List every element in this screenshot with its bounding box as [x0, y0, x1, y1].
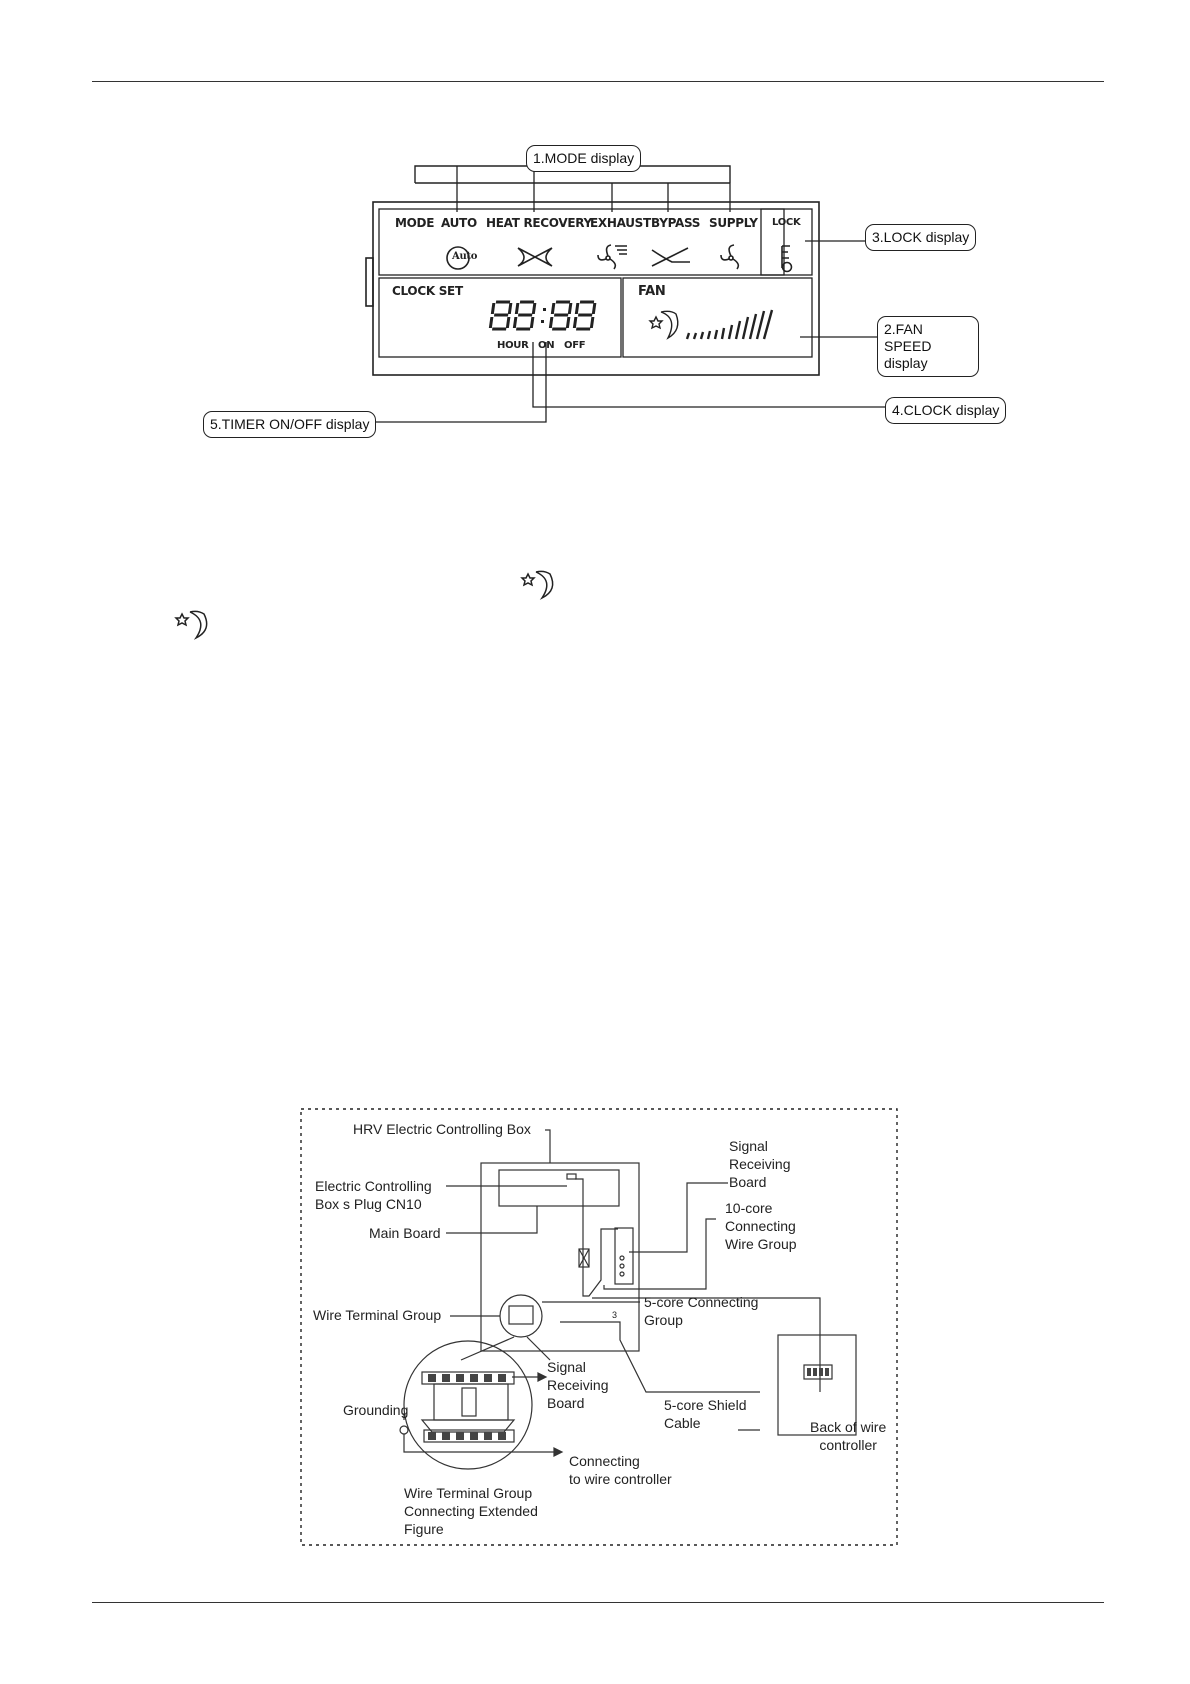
label-back-line1: Back of wire	[810, 1419, 887, 1435]
label-shield-cable: 5-core Shield Cable	[664, 1396, 747, 1432]
auto-icon-text: Auto	[452, 251, 478, 262]
lock-icon	[781, 245, 793, 273]
label-plug-cn10-line1: Electric Controlling	[315, 1178, 432, 1194]
label-connecting-line1: Connecting	[569, 1453, 640, 1469]
label-ten-core-line3: Wire Group	[725, 1236, 797, 1252]
fan-speed-bars	[685, 309, 774, 340]
label-extended-figure: Wire Terminal Group Connecting Extended …	[404, 1484, 538, 1538]
label-hrv-box: HRV Electric Controlling Box	[353, 1121, 531, 1137]
label-signal-bottom-line1: Signal	[547, 1359, 586, 1375]
callout-fan-speed-line2: display	[884, 355, 928, 371]
lcd-label-heat-recovery: HEAT RECOVERY	[486, 216, 592, 230]
label-signal-board-top: Signal Receiving Board	[729, 1137, 790, 1191]
label-shield-line1: 5-core Shield	[664, 1397, 747, 1413]
callout-mode-display: 1.MODE display	[526, 145, 642, 172]
label-back-controller: Back of wire controller	[810, 1418, 886, 1454]
lcd-label-mode: MODE	[395, 216, 435, 230]
label-ten-core: 10-core Connecting Wire Group	[725, 1199, 797, 1253]
header-rule	[92, 81, 1104, 82]
lcd-label-on: ON	[538, 340, 555, 351]
label-signal-top-line2: Receiving	[729, 1156, 791, 1172]
label-terminal-group: Wire Terminal Group	[313, 1307, 442, 1323]
label-extended-line1: Wire Terminal Group	[404, 1485, 533, 1501]
label-extended-line2: Connecting Extended	[404, 1503, 538, 1519]
lcd-panel-diagram	[365, 165, 885, 423]
label-connecting: Connecting to wire controller	[569, 1452, 672, 1488]
label-back-line2: controller	[819, 1437, 877, 1453]
star-moon-inline-icon	[520, 570, 554, 600]
supply-fan-icon	[720, 244, 740, 270]
lcd-label-off: OFF	[564, 340, 586, 351]
exhaust-fan-icon	[597, 244, 627, 270]
callout-fan-speed-display: 2.FAN SPEED display	[877, 316, 979, 377]
label-five-core-line1: 5-core Connecting	[644, 1294, 759, 1310]
lcd-label-hour: HOUR	[497, 340, 529, 351]
callout-clock-display: 4.CLOCK display	[885, 397, 1007, 424]
callout-lock-display: 3.LOCK display	[865, 224, 977, 251]
label-grounding: Grounding	[343, 1402, 409, 1418]
label-pin-number: 3	[612, 1310, 618, 1320]
star-moon-inline-icon-2	[174, 610, 208, 640]
lcd-label-auto: AUTO	[441, 216, 477, 230]
label-plug-cn10: Electric Controlling Box s Plug CN10	[315, 1177, 432, 1213]
sleep-star-moon-icon	[648, 310, 679, 340]
lcd-label-lock: LOCK	[772, 217, 801, 228]
lcd-label-fan: FAN	[638, 284, 666, 299]
label-signal-board-bottom: Signal Receiving Board	[547, 1358, 608, 1412]
callout-fan-speed-line1: 2.FAN SPEED	[884, 321, 932, 354]
lcd-label-clock-set: CLOCK SET	[392, 284, 463, 298]
label-main-board: Main Board	[369, 1225, 441, 1241]
callout-timer-display: 5.TIMER ON/OFF display	[203, 411, 377, 438]
label-signal-bottom-line2: Receiving	[547, 1377, 609, 1393]
heat-recovery-icon	[517, 247, 553, 267]
label-five-core-group: 5-core Connecting Group	[644, 1293, 758, 1329]
bypass-icon	[651, 247, 690, 267]
label-signal-top-line1: Signal	[729, 1138, 768, 1154]
label-signal-top-line3: Board	[729, 1174, 767, 1190]
lcd-label-bypass: BYPASS	[651, 216, 701, 230]
label-ten-core-line2: Connecting	[725, 1218, 796, 1234]
lcd-label-supply: SUPPLY	[709, 216, 758, 230]
label-extended-line3: Figure	[404, 1521, 444, 1537]
lcd-label-exhaust: EXHAUST	[590, 216, 651, 230]
label-connecting-line2: to wire controller	[569, 1471, 672, 1487]
footer-rule	[92, 1602, 1104, 1603]
clock-digit-group	[488, 300, 597, 331]
label-five-core-line2: Group	[644, 1312, 683, 1328]
label-signal-bottom-line3: Board	[547, 1395, 585, 1411]
auto-mode-icon	[446, 246, 470, 270]
label-plug-cn10-line2: Box s Plug CN10	[315, 1196, 422, 1212]
label-shield-line2: Cable	[664, 1415, 701, 1431]
label-ten-core-line1: 10-core	[725, 1200, 773, 1216]
